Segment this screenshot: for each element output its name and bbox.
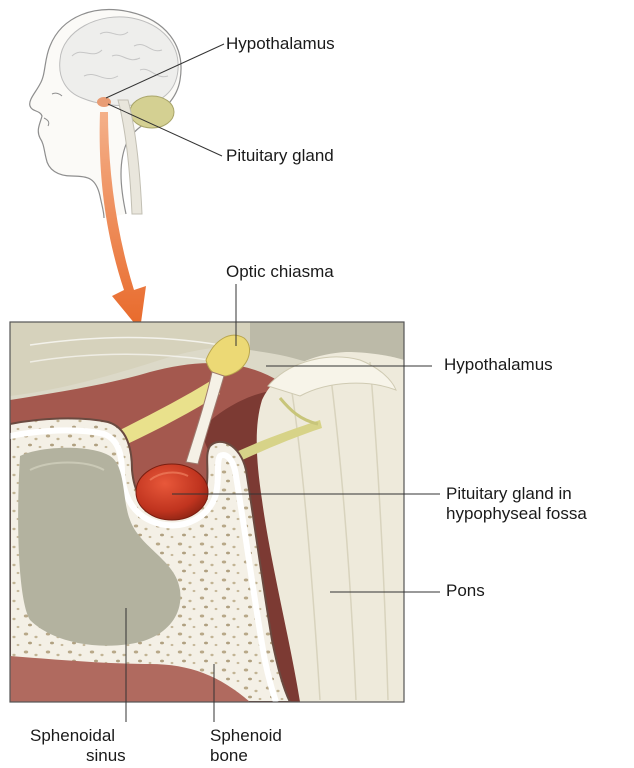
pituitary-gland-main-line2: hypophyseal fossa	[446, 504, 587, 524]
sphenoid-bone-line1: Sphenoid	[210, 726, 282, 746]
sphenoid-bone-label: Sphenoid bone	[210, 726, 282, 766]
hypothalamus-top-label: Hypothalamus	[226, 34, 335, 54]
pituitary-gland-top-label: Pituitary gland	[226, 146, 334, 166]
sphenoid-bone-line2: bone	[210, 746, 282, 766]
pons-label: Pons	[446, 581, 485, 601]
sphenoidal-sinus-line1: Sphenoidal	[30, 726, 160, 746]
optic-chiasma-label: Optic chiasma	[226, 262, 334, 282]
cross-section-panel	[10, 322, 404, 702]
pituitary-gland-main-line1: Pituitary gland in	[446, 484, 587, 504]
sphenoidal-sinus-line2: sinus	[30, 746, 160, 766]
pituitary-gland-main-label: Pituitary gland in hypophyseal fossa	[446, 484, 587, 524]
sphenoidal-sinus-label: Sphenoidal sinus	[30, 726, 160, 766]
hypothalamus-main-label: Hypothalamus	[444, 355, 553, 375]
